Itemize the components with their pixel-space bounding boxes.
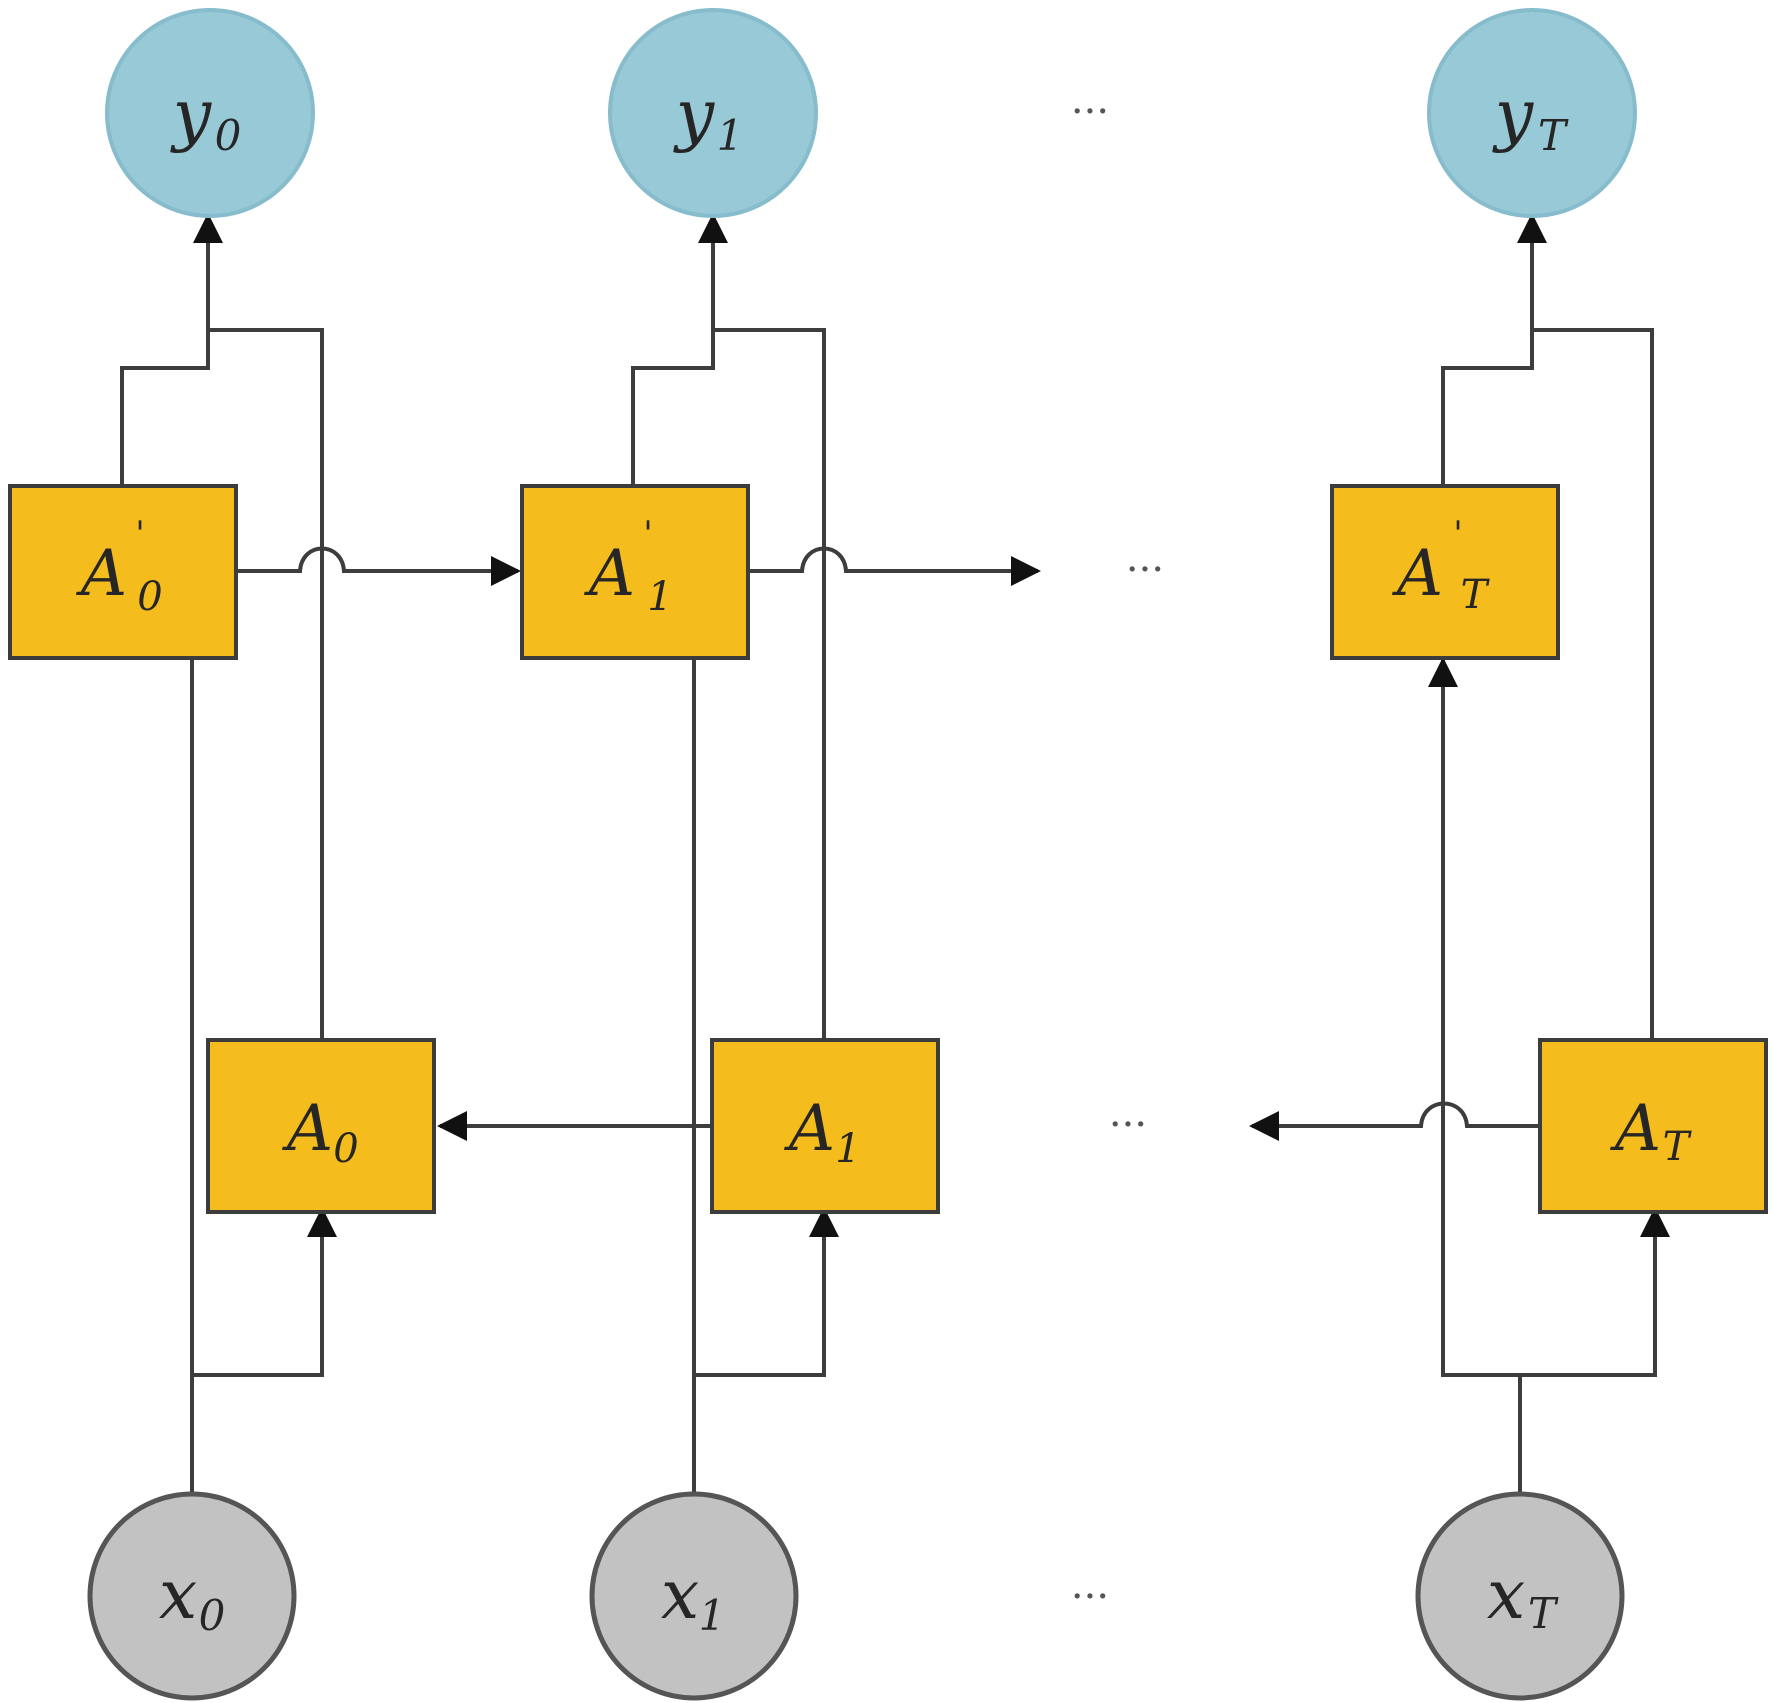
wire-x1-to-A1: [692, 1207, 839, 1496]
wire-xT-to-ATprime: [1428, 657, 1520, 1377]
input-subscript: T: [1528, 1589, 1559, 1638]
backward-cell-A0: A 0: [206, 1038, 436, 1214]
cell-subscript: T: [1461, 572, 1491, 618]
wire-forward-A1prime-to-next: [748, 546, 1041, 586]
cell-prime: ': [135, 514, 144, 554]
ellipsis-outputs: ···: [1071, 89, 1109, 135]
wire-ATprime-to-yT: [1441, 213, 1547, 484]
output-node-y1: y 1: [608, 8, 818, 218]
wire-forward-A0prime-to-A1prime: [236, 546, 521, 586]
cell-label: A: [76, 537, 127, 611]
forward-cell-A1prime: A ' 1: [520, 484, 750, 660]
input-label: x: [1487, 1556, 1525, 1635]
backward-cell-AT: A T: [1538, 1038, 1768, 1214]
cell-label: A: [584, 537, 635, 611]
input-subscript: 1: [699, 1591, 726, 1640]
wire-A0prime-to-y0: [120, 213, 223, 484]
cell-label: A: [1610, 1092, 1661, 1166]
wire-AT-to-yT: [1532, 328, 1654, 1038]
output-node-y0: y 0: [105, 8, 315, 218]
cell-label: A: [784, 1092, 835, 1166]
output-subscript: T: [1538, 111, 1569, 160]
cell-subscript: T: [1663, 1124, 1693, 1170]
input-node-x1: x 1: [589, 1491, 799, 1701]
forward-cell-A0prime: A ' 0: [8, 484, 238, 660]
output-label: y: [673, 76, 716, 155]
wire-A1-to-y1: [713, 328, 826, 1038]
wire-xT-to-AT: [1518, 1207, 1670, 1496]
output-label: y: [170, 76, 213, 155]
output-label: y: [1492, 76, 1535, 155]
output-node-yT: y T: [1427, 8, 1637, 218]
ellipsis-backward: ···: [1109, 1102, 1147, 1148]
cell-subscript: 1: [647, 574, 672, 620]
wire-x1-to-A1prime: [670, 593, 696, 1375]
output-subscript: 0: [215, 111, 242, 160]
cell-prime: ': [643, 514, 652, 554]
input-node-xT: x T: [1415, 1491, 1625, 1701]
ellipsis-inputs: ···: [1071, 1574, 1109, 1620]
cell-label: A: [1392, 537, 1443, 611]
cell-subscript: 0: [333, 1126, 358, 1172]
cell-subscript: 0: [137, 574, 162, 620]
wire-x0-to-A0prime: [170, 593, 194, 1375]
forward-cell-ATprime: A ' T: [1330, 484, 1560, 660]
output-subscript: 1: [717, 111, 744, 160]
cell-label: A: [282, 1092, 333, 1166]
wire-x0-to-A0: [190, 1207, 337, 1496]
ellipsis-forward: ···: [1126, 547, 1164, 593]
cell-subscript: 1: [835, 1126, 860, 1172]
backward-cell-A1: A 1: [710, 1038, 940, 1214]
cell-prime: ': [1453, 514, 1462, 554]
input-label: x: [159, 1556, 197, 1635]
input-label: x: [661, 1556, 699, 1635]
input-subscript: 0: [199, 1591, 226, 1640]
wire-A0-to-y0: [208, 328, 324, 1038]
wire-A1prime-to-y1: [631, 213, 728, 484]
input-node-x0: x 0: [87, 1491, 297, 1701]
wire-backward-AT-to-prev: [1249, 1101, 1538, 1141]
